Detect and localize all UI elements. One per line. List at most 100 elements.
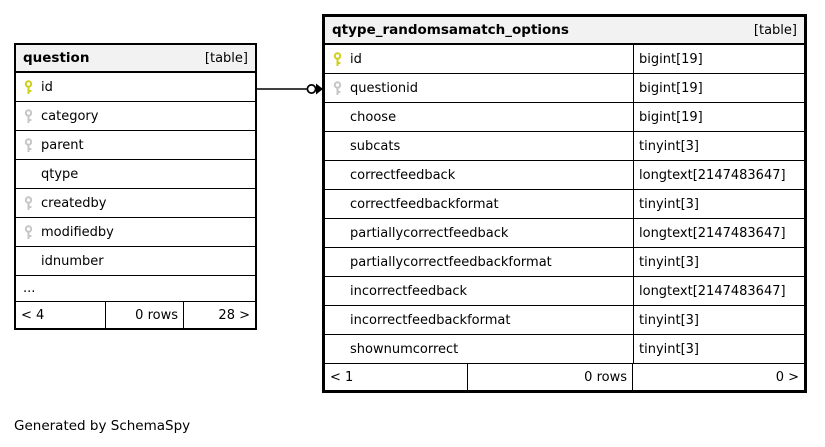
column-row[interactable]: partiallycorrectfeedback longtext[214748… [325,219,804,248]
table-type-badge: [table] [753,22,797,38]
column-type: tinyint[3] [633,190,804,218]
column-name-cell: id [16,73,255,101]
column-name: incorrectfeedbackformat [350,312,511,328]
column-name-cell: modifiedby [16,218,255,246]
primary-key-icon [23,79,34,95]
table-question-header[interactable]: question [table] [16,45,255,73]
generator-note: Generated by SchemaSpy [14,418,191,434]
column-row[interactable]: id [16,73,255,102]
column-row[interactable]: parent [16,131,255,160]
icon-slot [332,255,343,270]
column-name: choose [350,109,397,125]
column-row[interactable]: idnumber [16,247,255,276]
table-qtype-randomsamatch-options: qtype_randomsamatch_options [table] id b… [322,14,807,393]
connector-circle-end [306,84,317,94]
column-name: subcats [350,138,401,154]
column-name-cell: qtype [16,160,255,188]
icon-slot [332,342,343,357]
column-name: category [41,108,99,124]
column-name: correctfeedbackformat [350,196,499,212]
paginator-next[interactable]: 0 > [775,369,799,385]
relationship-connector [257,83,323,95]
icon-slot [23,167,34,182]
column-name: createdby [41,195,107,211]
key-icon [23,137,34,153]
column-type: longtext[2147483647] [633,219,804,247]
paginator-prev[interactable]: < 1 [325,364,468,390]
column-row[interactable]: subcats tinyint[3] [325,132,804,161]
column-name-cell: createdby [16,189,255,217]
paginator-next[interactable]: 28 > [218,307,250,323]
column-row[interactable]: partiallycorrectfeedbackformat tinyint[3… [325,248,804,277]
icon-slot [332,168,343,183]
paginator-row-count: 0 rows [106,302,184,328]
column-row[interactable]: correctfeedbackformat tinyint[3] [325,190,804,219]
paginator-row-count: 0 rows [468,364,633,390]
key-icon [332,80,343,96]
column-name-cell: shownumcorrect [325,335,633,363]
column-name: partiallycorrectfeedback [350,225,509,241]
key-icon [23,195,34,211]
column-row[interactable]: incorrectfeedbackformat tinyint[3] [325,306,804,335]
column-name-cell: id [325,45,633,73]
icon-slot [332,226,343,241]
column-row[interactable]: questionid bigint[19] [325,74,804,103]
column-type: bigint[19] [633,74,804,102]
icon-slot [332,197,343,212]
key-icon [23,224,34,240]
column-type: tinyint[3] [633,248,804,276]
column-name: qtype [41,166,79,182]
column-name: modifiedby [41,224,114,240]
column-row[interactable]: ... [16,276,255,302]
column-name: parent [41,137,84,153]
icon-slot [332,284,343,299]
icon-slot [23,254,34,269]
table-options-rows: id bigint[19] questionid bigint[19] choo… [325,45,804,364]
column-row[interactable]: id bigint[19] [325,45,804,74]
table-options-paginator: < 1 0 rows 0 > [325,364,804,390]
column-type: tinyint[3] [633,306,804,334]
column-row[interactable]: category [16,102,255,131]
column-name-cell: idnumber [16,247,255,275]
column-row[interactable]: shownumcorrect tinyint[3] [325,335,804,364]
column-name-cell: partiallycorrectfeedback [325,219,633,247]
column-row[interactable]: correctfeedback longtext[2147483647] [325,161,804,190]
column-name-cell: questionid [325,74,633,102]
column-name: ... [23,281,36,296]
column-row[interactable]: choose bigint[19] [325,103,804,132]
column-type: bigint[19] [633,45,804,73]
icon-slot [332,110,343,125]
column-name: idnumber [41,253,104,269]
primary-key-icon [332,51,343,67]
table-question-paginator: < 4 0 rows 28 > [16,302,255,328]
column-name-cell: subcats [325,132,633,160]
column-row[interactable]: incorrectfeedback longtext[2147483647] [325,277,804,306]
column-row[interactable]: qtype [16,160,255,189]
column-name-cell: choose [325,103,633,131]
column-name: partiallycorrectfeedbackformat [350,254,552,270]
table-question: question [table] id category parent qtyp… [14,43,257,330]
column-name: shownumcorrect [350,341,459,357]
column-type: longtext[2147483647] [633,161,804,189]
column-name-cell: incorrectfeedback [325,277,633,305]
column-name: id [350,51,362,67]
column-name-cell: ... [16,276,255,301]
column-name: id [41,79,53,95]
column-name-cell: correctfeedbackformat [325,190,633,218]
table-options-title[interactable]: qtype_randomsamatch_options [332,22,569,38]
column-name: correctfeedback [350,167,456,183]
column-name-cell: incorrectfeedbackformat [325,306,633,334]
column-row[interactable]: createdby [16,189,255,218]
table-options-header[interactable]: qtype_randomsamatch_options [table] [325,17,804,45]
connector-arrowhead [316,83,323,95]
column-type: bigint[19] [633,103,804,131]
column-name-cell: correctfeedback [325,161,633,189]
column-row[interactable]: modifiedby [16,218,255,247]
column-name: incorrectfeedback [350,283,468,299]
paginator-prev[interactable]: < 4 [16,302,106,328]
column-name: questionid [350,80,419,96]
column-name-cell: parent [16,131,255,159]
table-question-title[interactable]: question [23,50,90,66]
key-icon [23,108,34,124]
